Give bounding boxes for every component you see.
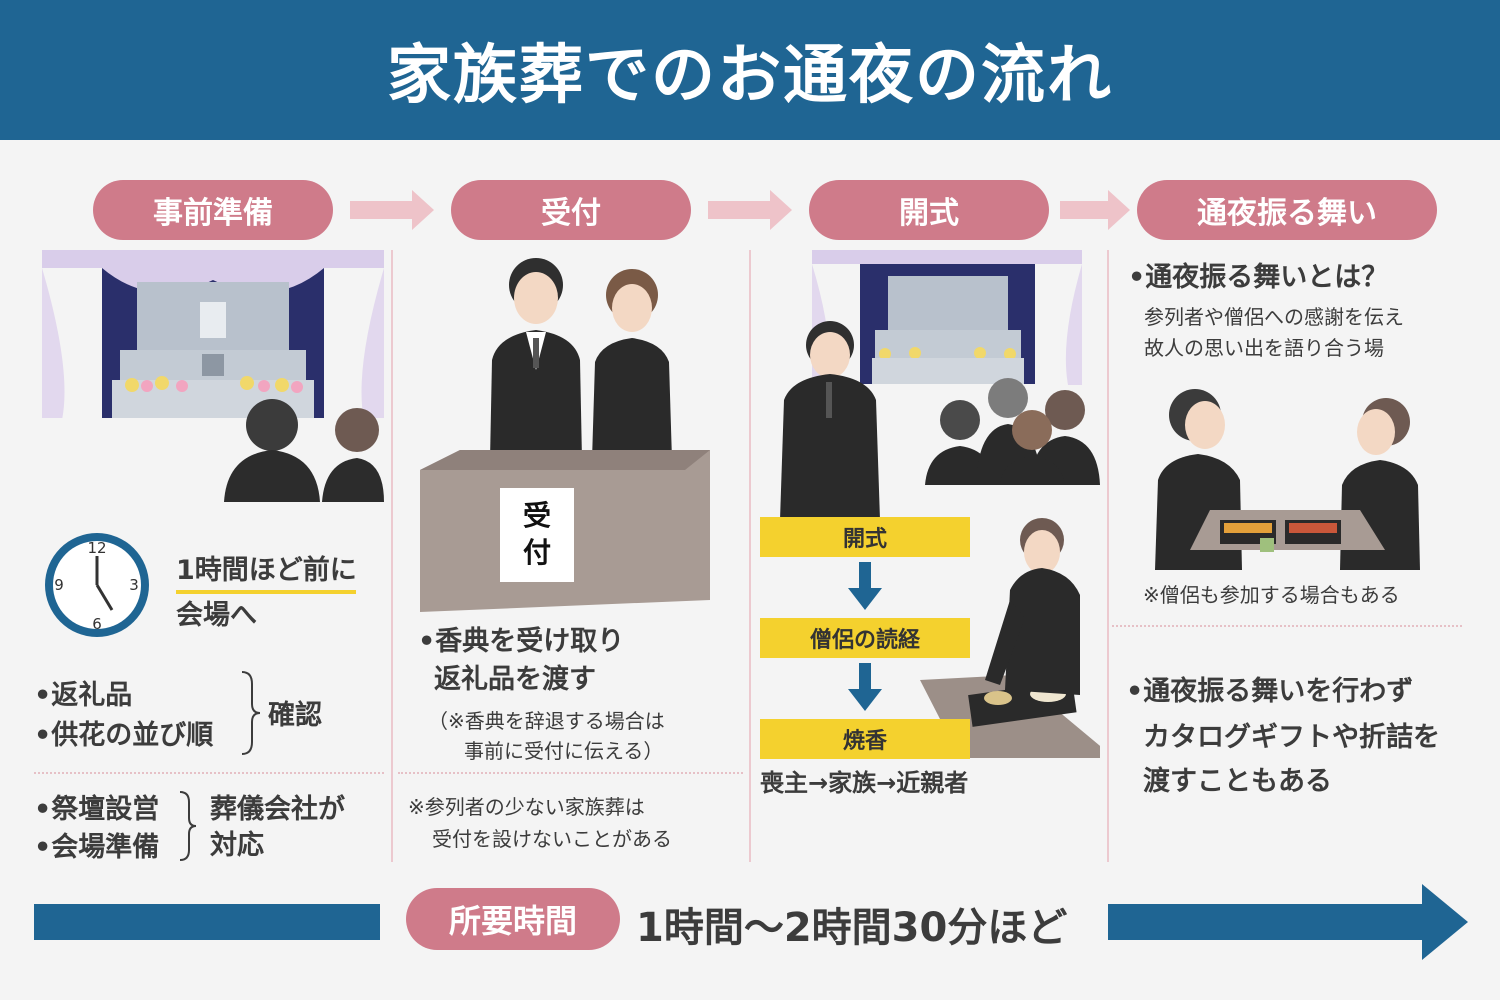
step-pill-reception-meal: 通夜振る舞い bbox=[1137, 180, 1437, 240]
meal-definition-line2: 故人の思い出を語り合う場 bbox=[1144, 336, 1384, 360]
ceremony-illustration bbox=[780, 250, 1100, 758]
reception-sign-text: 受 bbox=[523, 499, 551, 532]
company-item: •祭壇設営 bbox=[34, 794, 160, 825]
arrive-text-line2: 会場へ bbox=[176, 600, 257, 631]
title-banner: 家族葬でのお通夜の流れ bbox=[0, 0, 1500, 140]
incense-order: 喪主→家族→近親者 bbox=[760, 769, 969, 797]
down-arrow-icon bbox=[848, 663, 882, 711]
altar-illustration bbox=[42, 250, 384, 502]
meal-definition-line1: 参列者や僧侶への感謝を伝え bbox=[1144, 305, 1404, 329]
flow-step-sutra: 僧侶の読経 bbox=[760, 618, 970, 658]
duration-value: 1時間〜2時間30分ほど bbox=[636, 905, 1068, 951]
column-divider bbox=[391, 250, 393, 862]
highlight-underline bbox=[176, 590, 356, 594]
flow-step-incense: 焼香 bbox=[760, 719, 970, 759]
down-arrow-icon bbox=[848, 562, 882, 610]
meal-alt-line1: •通夜振る舞いを行わず bbox=[1126, 676, 1414, 707]
meal-illustration bbox=[1155, 389, 1420, 570]
reception-note-line2: 事前に受付に伝える） bbox=[464, 739, 664, 763]
clock-number: 6 bbox=[92, 615, 102, 633]
column-divider bbox=[1107, 250, 1109, 862]
step-pill-preparation: 事前準備 bbox=[93, 180, 333, 240]
brace-icon bbox=[241, 671, 261, 755]
company-label-line2: 対応 bbox=[210, 830, 264, 861]
page-title: 家族葬でのお通夜の流れ bbox=[387, 39, 1113, 113]
check-item: •供花の並び順 bbox=[34, 720, 214, 751]
reception-illustration: 受 付 bbox=[420, 258, 710, 612]
step-arrow bbox=[1060, 190, 1130, 230]
duration-label: 所要時間 bbox=[406, 888, 620, 950]
clock-icon: 12 3 6 9 bbox=[45, 533, 149, 637]
meal-note: ※僧侶も参加する場合もある bbox=[1143, 583, 1400, 607]
meal-question-title: •通夜振る舞いとは？ bbox=[1128, 262, 1389, 293]
reception-sign-text: 付 bbox=[523, 536, 551, 569]
timeline-bar-right bbox=[1108, 904, 1428, 940]
timeline-bar-left bbox=[34, 904, 380, 940]
arrive-text-line1: 1時間ほど前に bbox=[176, 555, 357, 586]
company-label-line1: 葬儀会社が bbox=[210, 794, 345, 825]
reception-note-line1: （※香典を辞退する場合は bbox=[428, 709, 665, 733]
reception-footnote-line2: 受付を設けないことがある bbox=[432, 827, 672, 851]
clock-number: 9 bbox=[54, 576, 64, 594]
dotted-separator bbox=[34, 772, 384, 774]
step-pill-reception: 受付 bbox=[451, 180, 691, 240]
step-arrow bbox=[708, 190, 792, 230]
reception-footnote-line1: ※参列者の少ない家族葬は bbox=[408, 795, 645, 819]
meal-alt-line2: カタログギフトや折詰を bbox=[1143, 722, 1440, 753]
dotted-separator bbox=[398, 772, 743, 774]
flow-step-opening: 開式 bbox=[760, 517, 970, 557]
step-arrow bbox=[350, 190, 434, 230]
reception-main-line1: •香典を受け取り bbox=[418, 626, 625, 657]
clock-number: 12 bbox=[87, 539, 106, 557]
meal-alt-line3: 渡すこともある bbox=[1143, 766, 1332, 797]
check-item: •返礼品 bbox=[34, 680, 133, 711]
step-pill-opening: 開式 bbox=[809, 180, 1049, 240]
check-label: 確認 bbox=[268, 700, 322, 731]
dotted-separator bbox=[1112, 625, 1462, 627]
timeline-arrowhead-icon bbox=[1422, 884, 1468, 960]
clock-number: 3 bbox=[129, 576, 139, 594]
reception-main-line2: 返礼品を渡す bbox=[434, 664, 596, 695]
brace-icon bbox=[179, 791, 197, 861]
company-item: •会場準備 bbox=[34, 832, 160, 863]
column-divider bbox=[749, 250, 751, 862]
